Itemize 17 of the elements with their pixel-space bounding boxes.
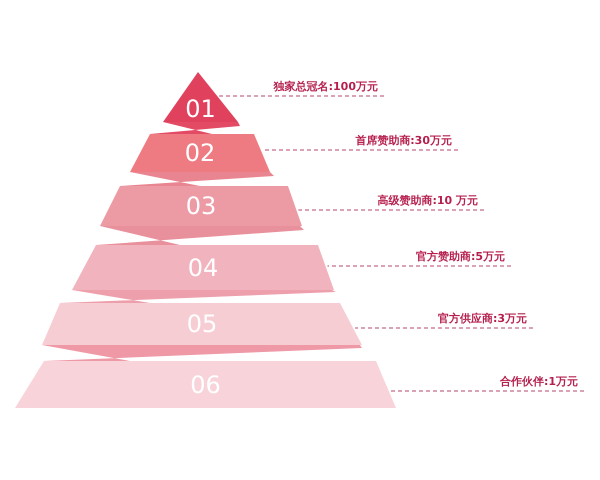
tier-label: 首席赞助商:30万元 (355, 134, 452, 150)
tier-label: 合作伙伴:1万元 (500, 375, 578, 391)
pyramid-tier (72, 245, 334, 290)
tier-number: 02 (184, 139, 216, 167)
leader-line (390, 390, 584, 392)
tier-number: 01 (184, 94, 217, 122)
pyramid-tier (100, 186, 302, 226)
tier-label: 高级赞助商:10 万元 (377, 194, 478, 210)
pyramid-tier (163, 72, 238, 122)
tier-label: 官方供应商:3万元 (438, 312, 527, 328)
tier-label: 独家总冠名:100万元 (274, 80, 378, 96)
tier-number: 03 (184, 192, 218, 220)
pyramid-tier (130, 134, 270, 172)
pyramid-tier (42, 303, 362, 345)
tier-label: 官方赞助商:5万元 (416, 250, 505, 266)
tier-number: 04 (186, 254, 220, 282)
pyramid-tier (15, 361, 396, 408)
